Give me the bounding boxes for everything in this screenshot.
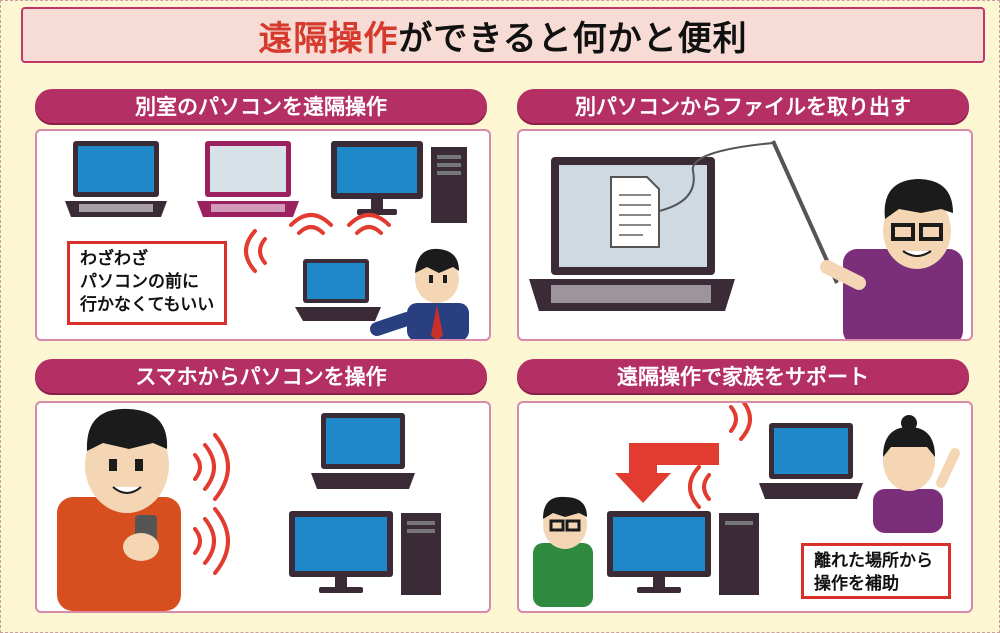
laptop-icon [311, 413, 415, 489]
title-highlight: 遠隔操作 [258, 18, 399, 59]
callout-line: パソコンの前に [80, 272, 199, 292]
signal-waves-icon [688, 403, 752, 509]
callout-family-support: 離れた場所から 操作を補助 [801, 543, 951, 599]
title-rest: ができると何かと便利 [398, 18, 748, 59]
arrow-down-icon [615, 443, 719, 503]
man-icon [57, 408, 181, 611]
laptop-icon [65, 141, 167, 217]
panel-remote-room: わざわざ パソコンの前に 行かなくてもいい [35, 129, 491, 341]
laptop-icon [759, 423, 863, 499]
laptop-icon [295, 259, 381, 321]
panel-family-support: 離れた場所から 操作を補助 [517, 401, 973, 613]
title-banner: 遠隔操作ができると何かと便利 [21, 7, 985, 63]
remote-room-illustration [65, 141, 469, 339]
fishing-line [658, 142, 774, 212]
man-icon [533, 496, 593, 607]
panel-label-fetch-file: 別パソコンからファイルを取り出す [517, 89, 969, 123]
signal-waves-icon [244, 213, 391, 273]
woman-icon [873, 415, 960, 533]
family-support-illustration [533, 403, 960, 607]
document-icon [610, 176, 660, 248]
page-title: 遠隔操作ができると何かと便利 [258, 11, 747, 60]
panel-label-smartphone: スマホからパソコンを操作 [35, 359, 487, 393]
desktop-pc-icon [331, 141, 467, 223]
desktop-pc-icon [607, 511, 759, 595]
panel-smartphone [35, 401, 491, 613]
callout-line: わざわざ [80, 249, 148, 269]
callout-remote-room: わざわざ パソコンの前に 行かなくてもいい [67, 241, 227, 325]
fishing-rod-icon [771, 140, 839, 284]
callout-line: 操作を補助 [814, 574, 899, 594]
man-icon [820, 179, 963, 339]
man-icon [370, 248, 469, 339]
signal-waves-icon [193, 433, 230, 575]
callout-line: 離れた場所から [814, 551, 933, 571]
laptop-icon [197, 141, 299, 217]
panel-label-remote-room: 別室のパソコンを遠隔操作 [35, 89, 487, 123]
panel-label-family-support: 遠隔操作で家族をサポート [517, 359, 969, 393]
fetch-file-illustration [529, 140, 963, 339]
callout-line: 行かなくてもいい [80, 295, 215, 315]
desktop-pc-icon [289, 511, 441, 595]
panel-fetch-file [517, 129, 973, 341]
smartphone-illustration [57, 408, 441, 611]
